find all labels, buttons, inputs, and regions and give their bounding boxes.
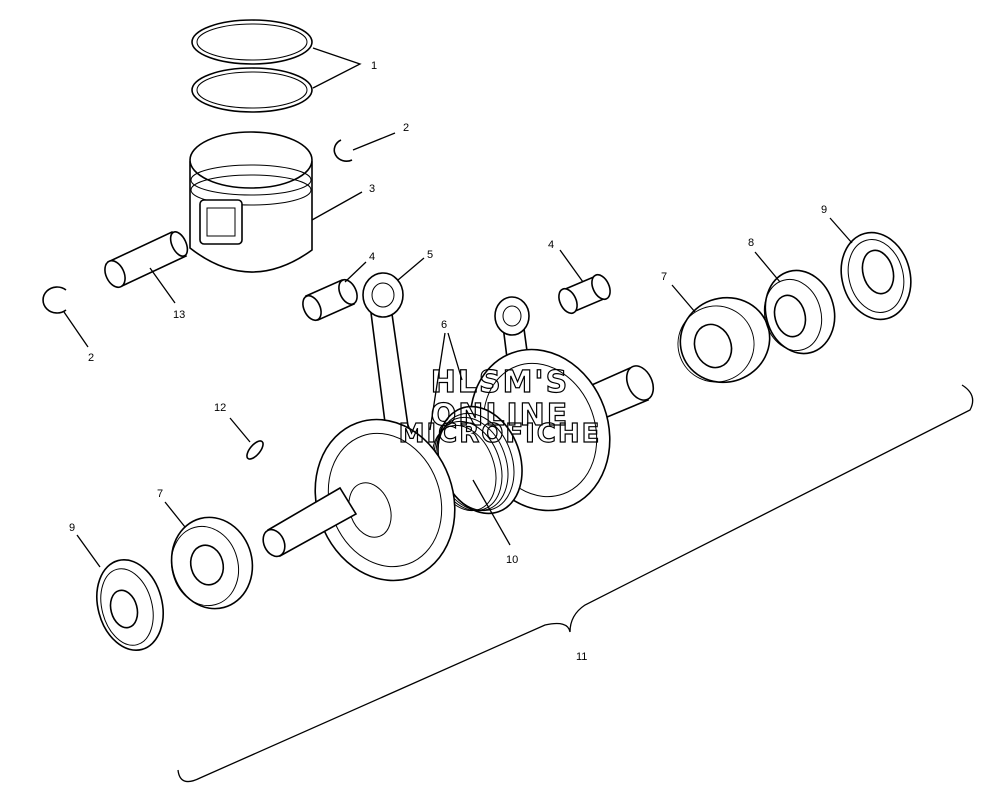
leader-line-7a [671, 284, 696, 313]
watermark: HLSM'S ONLINE MICROFICHE [398, 364, 602, 449]
connecting-rod-left [362, 272, 411, 448]
crankshaft [262, 348, 655, 582]
needle-bearing-right [558, 273, 611, 315]
label-9-right: 9 [821, 204, 827, 216]
leader-line-1 [312, 47, 362, 89]
leader-line-10 [472, 479, 511, 546]
piston [189, 131, 313, 273]
bracket-11 [177, 384, 974, 783]
leader-line-5 [397, 257, 425, 281]
leader-line-2b [63, 311, 89, 348]
piston-pin [104, 230, 189, 289]
label-5: 5 [427, 249, 433, 261]
watermark-line-3: MICROFICHE [399, 419, 602, 449]
label-1: 1 [371, 60, 377, 72]
bearing-8 [763, 269, 836, 355]
label-9-left: 9 [69, 522, 75, 534]
piston-ring-lower [191, 67, 313, 113]
main-bearing-right [677, 296, 771, 384]
piston-ring-upper [191, 19, 313, 65]
leader-line-9a [829, 217, 853, 244]
woodruff-key [246, 440, 264, 460]
circlip-left [42, 286, 67, 314]
leader-line-4a [344, 261, 367, 283]
label-11: 11 [576, 651, 587, 663]
crankshaft-seal-left [96, 559, 164, 651]
label-7-right: 7 [661, 271, 667, 283]
main-bearing-left [170, 516, 254, 610]
leader-line-12 [229, 417, 251, 443]
label-4-right: 4 [548, 239, 554, 251]
circlip-upper [333, 139, 353, 162]
leader-line-7b [164, 501, 186, 528]
crankshaft-seal-right [840, 231, 912, 321]
leader-line-9b [76, 534, 101, 568]
label-6: 6 [441, 319, 447, 331]
leader-line-13 [149, 267, 176, 304]
label-7-left: 7 [157, 488, 163, 500]
label-12: 12 [214, 402, 226, 414]
leader-line-2a [352, 132, 396, 151]
watermark-line-1: HLSM'S [431, 365, 569, 400]
label-10: 10 [506, 554, 518, 566]
needle-bearing-left [302, 278, 358, 322]
label-8: 8 [748, 237, 754, 249]
label-4-left: 4 [369, 251, 375, 263]
watermark-line-2: ONLINE [431, 398, 570, 433]
leader-line-3 [311, 191, 363, 221]
leader-line-8 [754, 251, 781, 283]
leader-line-4b [559, 249, 584, 283]
leader-line-6 [429, 332, 463, 431]
label-2-left: 2 [88, 352, 94, 364]
label-13: 13 [173, 309, 185, 321]
label-3: 3 [369, 183, 375, 195]
label-2-upper: 2 [403, 122, 409, 134]
